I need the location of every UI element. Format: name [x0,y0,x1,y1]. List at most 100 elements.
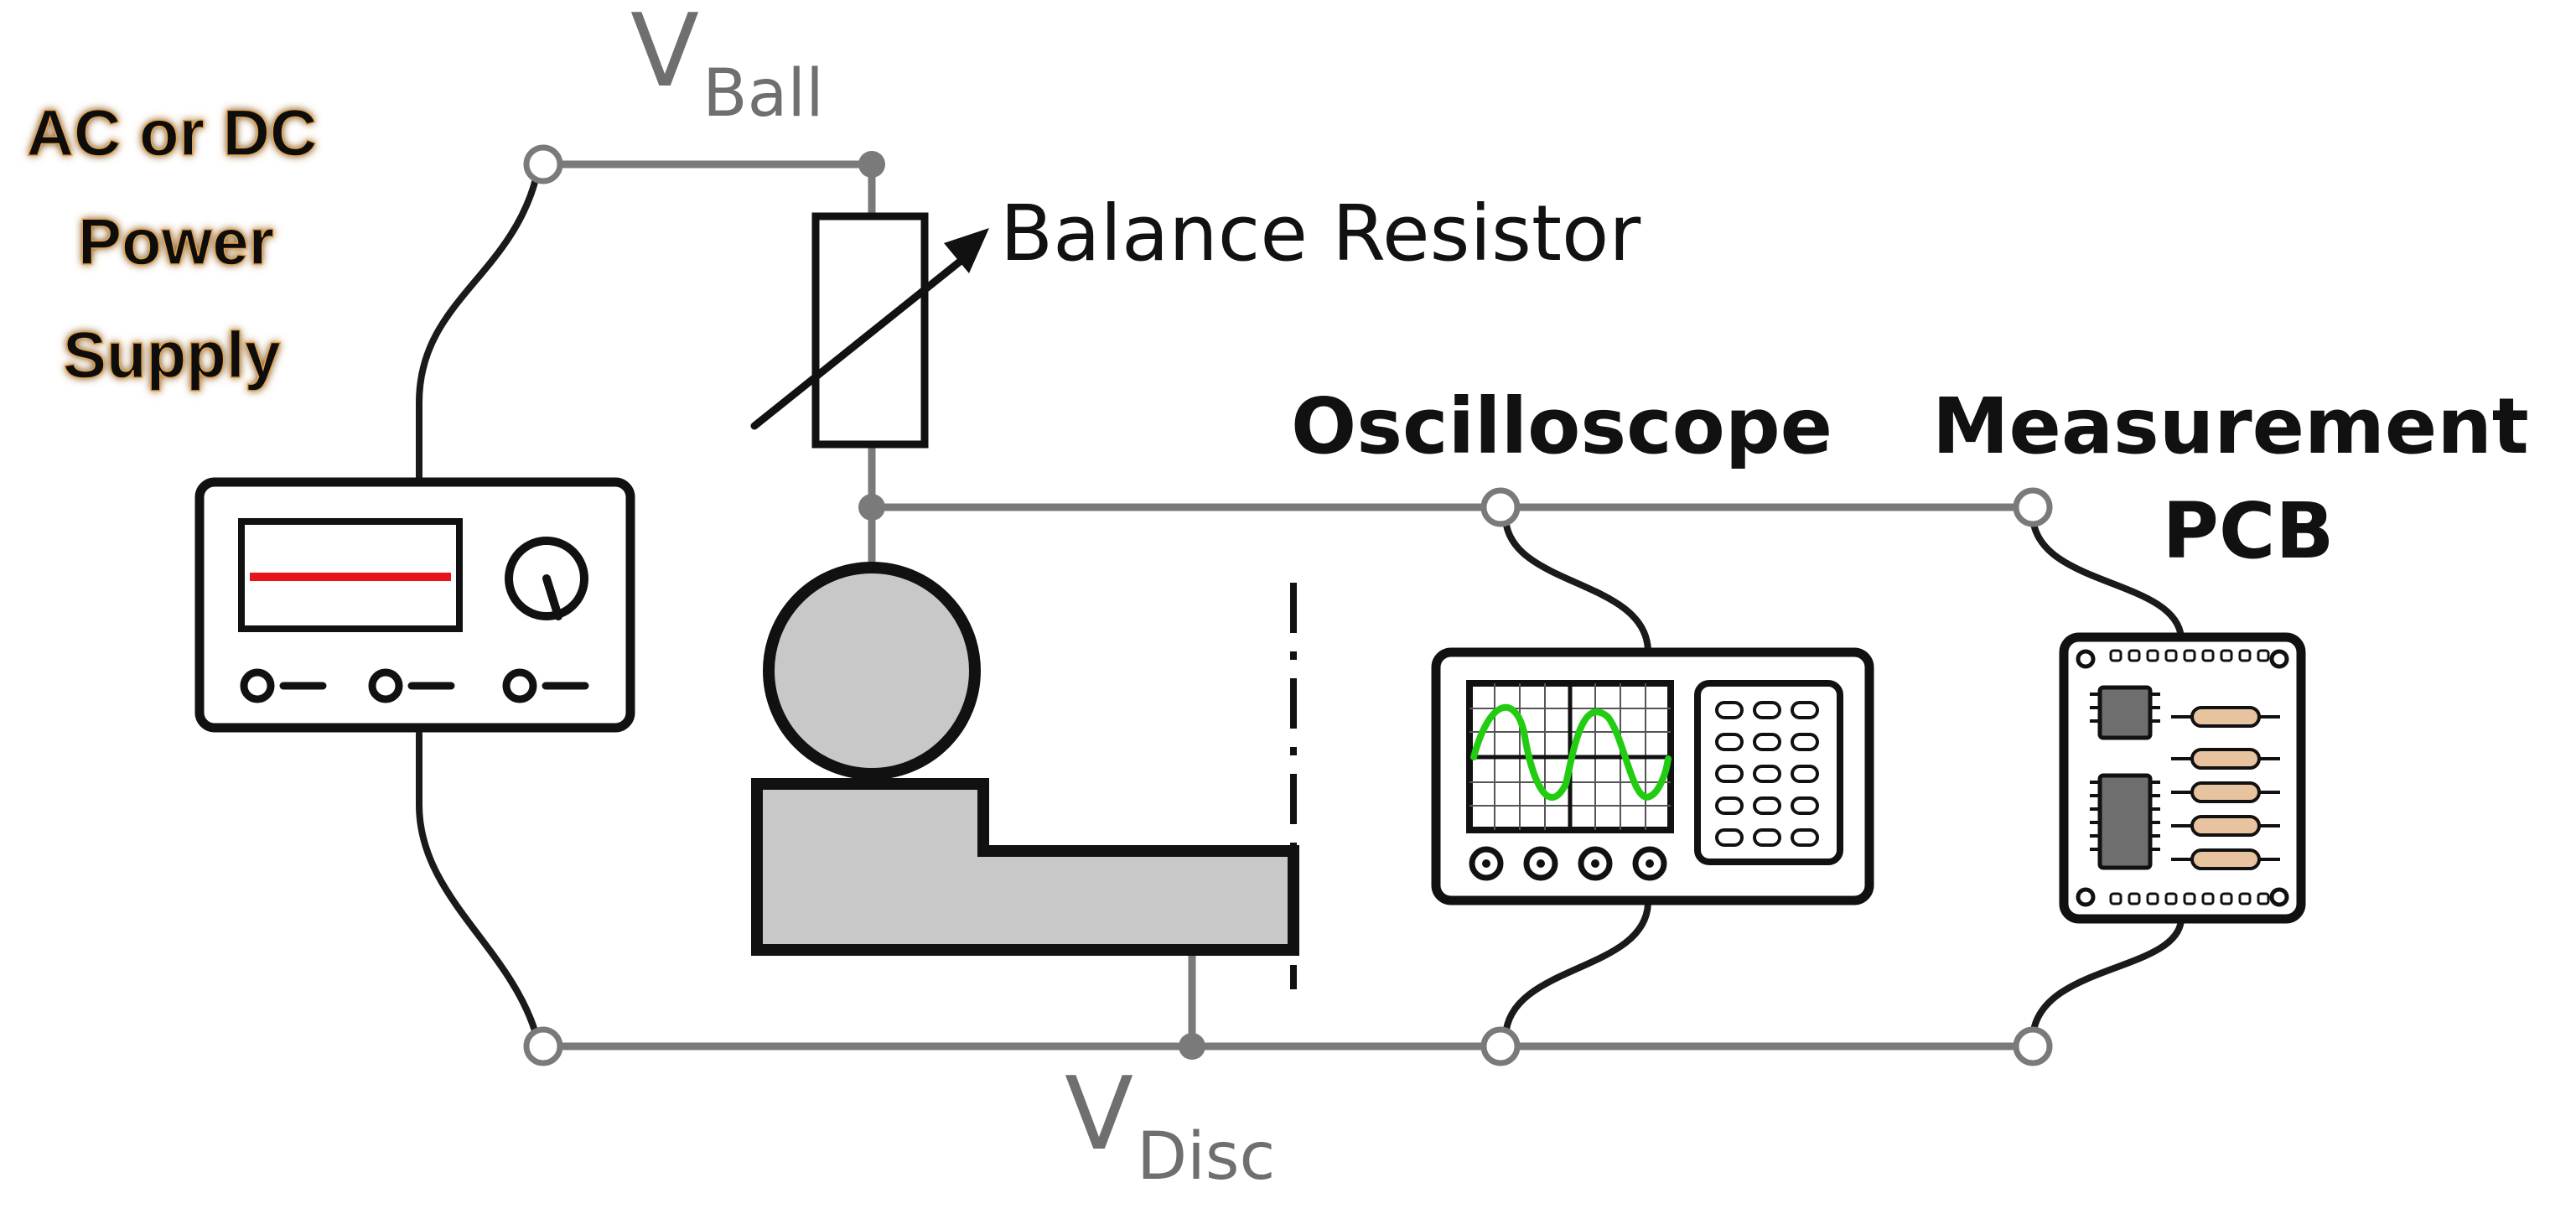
chip-icon [2097,773,2153,870]
variable-arrow-shaft [750,247,977,430]
pcb-pin [2257,649,2270,662]
scope-control-button [1715,733,1744,751]
disc-holder [751,778,1299,956]
v-ball-label: VBall [630,0,824,132]
measurement-pcb-label-line2: PCB [2162,486,2334,576]
pcb-pin [2201,649,2215,662]
terminal-scope-bottom [1480,1026,1521,1066]
scope-knob-center [1537,859,1545,868]
scope-control-button [1715,828,1744,847]
scope-control-button [1791,828,1819,847]
scope-control-button [1791,701,1819,719]
balance-resistor [750,212,989,449]
scope-cable-top [1502,515,1651,653]
power-supply-label: AC or DC Power Supply [26,95,318,392]
pcb-pin [2220,649,2233,662]
balance-resistor-label: Balance Resistor [1000,189,1640,278]
scope-control-button [1753,765,1781,783]
power-supply-label-line1: AC or DC [27,96,318,169]
psu-cable-bottom [416,730,540,1040]
v-disc-main: V [1065,1056,1133,1173]
pcb-pin [2220,892,2233,905]
pcb-pin [2146,892,2159,905]
scope-control-button [1753,701,1781,719]
power-supply-device [194,477,635,733]
pcb-resistors [2171,706,2280,870]
scope-control-button [1715,765,1744,783]
ball-on-disc-apparatus [751,562,1299,989]
labels: VBall VDisc AC or DC Power Supply Balanc… [26,0,2529,1195]
scope-control-button [1715,701,1744,719]
junction-dot-middle [858,494,885,521]
cables [416,173,2185,1040]
scope-knob-center [1482,859,1490,868]
psu-jack-icon [502,668,537,703]
pcb-edge-pins [2109,649,2270,905]
pcb-pin [2201,892,2215,905]
terminal-scope-top [1480,487,1521,527]
pcb-pin [2183,649,2196,662]
mount-hole-icon [2076,649,2096,669]
junction-dot-disc [1179,1033,1205,1060]
scope-control-button [1715,796,1744,815]
oscilloscope-device [1431,647,1874,905]
measurement-pcb-label-line1: Measurement [1932,381,2529,471]
terminal-psu-top [523,144,563,184]
pcb-chips [2090,685,2160,870]
smd-resistor-icon [2190,706,2261,728]
mount-hole-icon [2269,649,2289,669]
psu-knob-pointer [542,574,562,620]
terminals [523,144,2053,1066]
pcb-pin [2238,892,2252,905]
smd-resistor-icon [2190,815,2261,837]
v-disc-sub: Disc [1137,1119,1275,1195]
pcb-mount-holes [2076,649,2289,907]
scope-knobs [1469,846,1667,881]
psu-jack-icon [368,668,403,703]
scope-control-button [1753,733,1781,751]
pcb-pin [2164,649,2178,662]
v-ball-sub: Ball [702,56,824,132]
scope-control-button [1791,733,1819,751]
scope-control-button [1791,765,1819,783]
pcb-cable-top [2029,515,2185,641]
scope-knob-center [1646,859,1654,868]
ball [763,562,981,780]
pcb-pin [2257,892,2270,905]
pcb-pin [2238,649,2252,662]
mount-hole-icon [2076,887,2096,907]
junction-dot-ball [858,151,885,178]
variable-arrow-head-icon [944,228,989,273]
pcb-pin [2128,892,2141,905]
psu-jack-icon [240,668,275,703]
scope-control-button [1753,828,1781,847]
pcb-pin [2128,649,2141,662]
terminal-pcb-top [2013,487,2053,527]
v-ball-main: V [630,0,699,110]
oscilloscope-label: Oscilloscope [1291,381,1832,471]
psu-cable-top [416,173,540,485]
terminal-pcb-bottom [2013,1026,2053,1066]
psu-output-jacks [240,668,589,703]
pcb-cable-bottom [2029,917,2185,1040]
power-supply-label-line3: Supply [63,318,281,392]
pcb-pin [2183,892,2196,905]
scope-cable-bottom [1502,900,1651,1040]
smd-resistor-icon [2190,848,2261,870]
measurement-pcb-device [2059,632,2306,924]
pcb-pin [2109,892,2122,905]
v-disc-label: VDisc [1065,1056,1275,1195]
scope-buttons [1715,701,1819,847]
chip-icon [2097,685,2153,740]
mount-hole-icon [2269,887,2289,907]
smd-resistor-icon [2190,748,2261,770]
scope-knob-center [1591,859,1599,868]
circuit-wires [556,160,2019,1051]
scope-control-button [1791,796,1819,815]
scope-control-button [1753,796,1781,815]
pcb-pin [2109,649,2122,662]
power-supply-label-line2: Power [78,205,274,278]
smd-resistor-icon [2190,781,2261,803]
pcb-pin [2146,649,2159,662]
